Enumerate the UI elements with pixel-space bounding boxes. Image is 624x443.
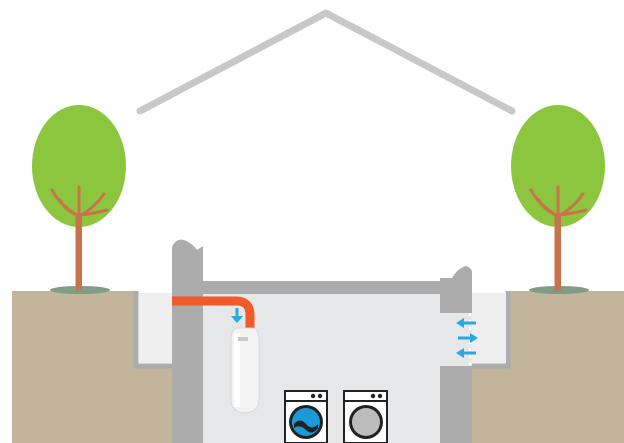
incoming-air-arrows-icon	[456, 318, 478, 358]
light-well-left	[133, 291, 172, 369]
tree-icon	[32, 105, 126, 294]
dryer-icon	[343, 390, 388, 443]
light-well-right	[470, 291, 511, 369]
ground	[12, 291, 624, 443]
duct-icon	[172, 296, 255, 333]
dehumidifier-icon	[230, 327, 260, 414]
tree-icon	[511, 105, 605, 294]
washing-machine-icon	[284, 390, 328, 443]
house-roof-icon	[136, 9, 516, 115]
airflow-down-arrow-icon	[231, 308, 243, 323]
